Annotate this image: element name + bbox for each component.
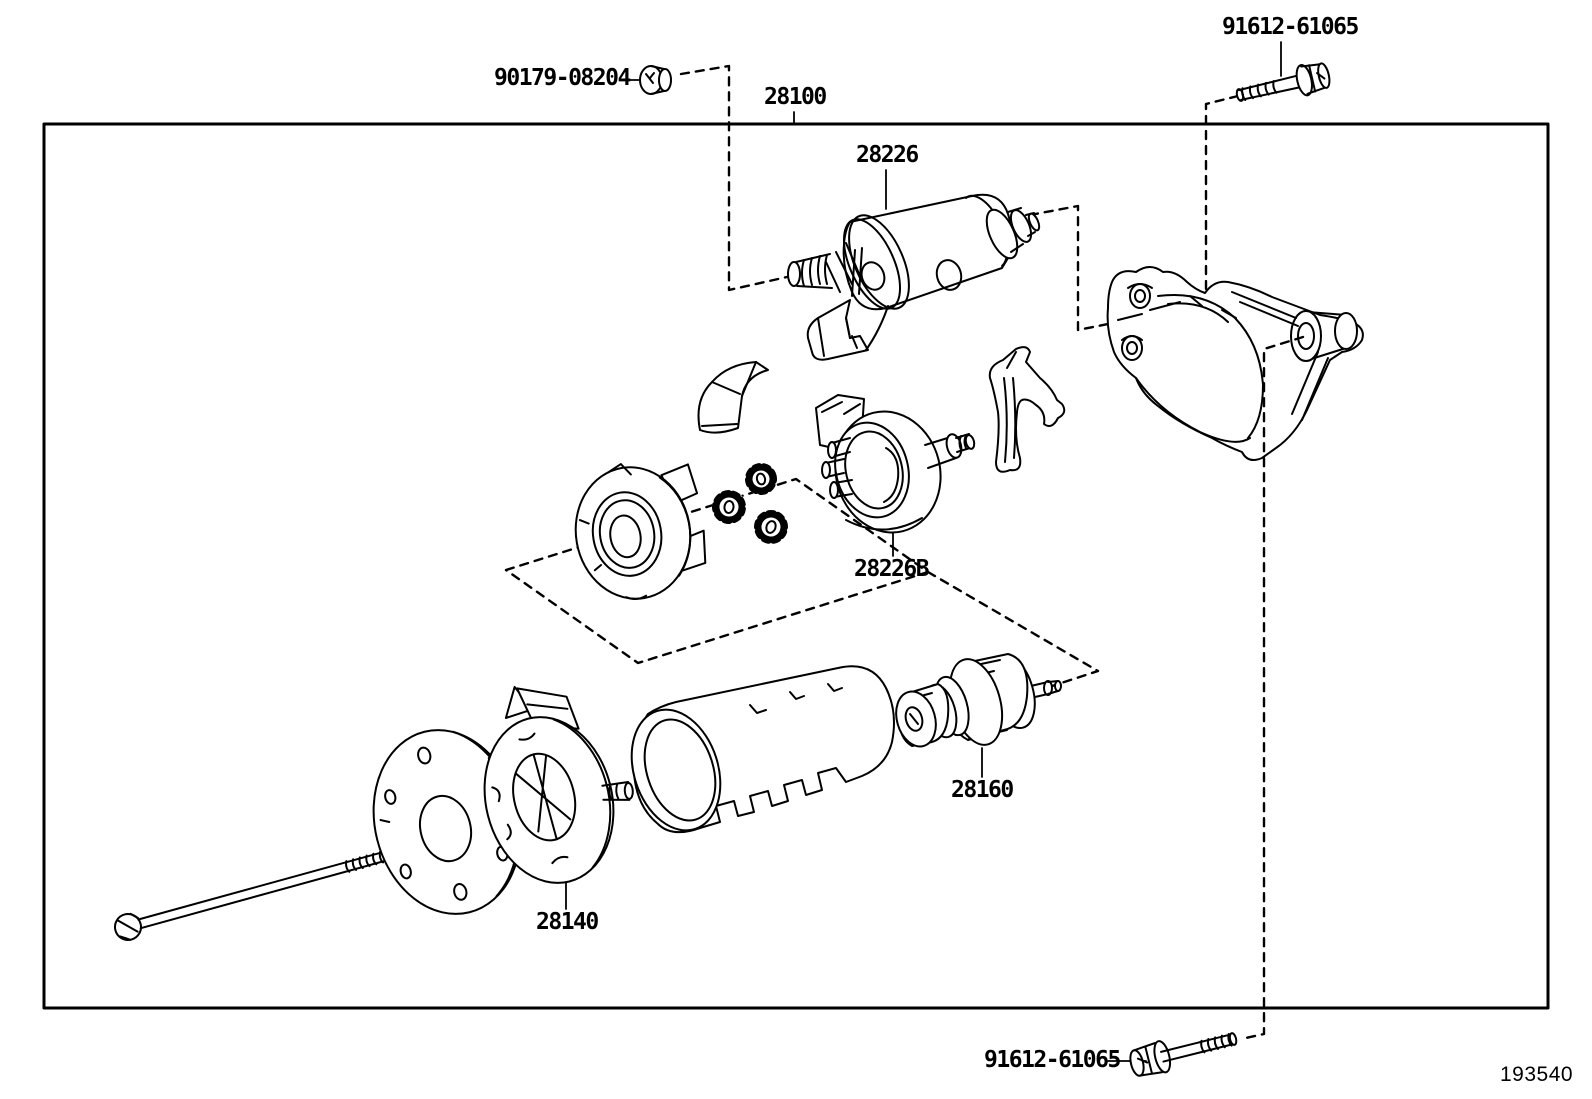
callout-clutch-carrier[interactable]: 28226B: [854, 556, 930, 582]
alignment-dashed-lines: [504, 64, 1240, 691]
through-bolt-drawing: [114, 850, 389, 941]
planet-gears-drawing: [712, 463, 788, 544]
callout-bolt-top[interactable]: 91612-61065: [1222, 14, 1359, 40]
wedge-cover-drawing: [697, 361, 769, 434]
gear-housing-drawing: [574, 463, 707, 600]
clutch-carrier-drawing: [815, 394, 976, 534]
figure-code: 193540: [1500, 1063, 1574, 1086]
callout-bolt-bottom[interactable]: 91612-61065: [984, 1047, 1121, 1073]
bottom-bolt-alignment-line: [1239, 335, 1305, 1041]
callout-magnet-switch[interactable]: 28226: [856, 142, 919, 168]
assembly-boundary-box: [42, 122, 1550, 1010]
drive-lever-drawing: [988, 346, 1066, 473]
callout-brush-holder[interactable]: 28140: [536, 909, 599, 935]
clutch-alignment-line: [926, 570, 1100, 691]
yoke-drawing: [630, 665, 895, 834]
solenoid-alignment-line: [1028, 204, 1120, 332]
nut-drawing: [639, 65, 672, 95]
bottom-bolt-drawing: [1129, 1032, 1238, 1077]
top-bolt-alignment-line: [1204, 94, 1240, 294]
callout-nut[interactable]: 90179-08204: [494, 65, 631, 91]
brush-holder-drawing: [483, 685, 634, 884]
magnet-switch-drawing: [787, 193, 1041, 361]
callout-starter-clutch[interactable]: 28160: [951, 777, 1014, 803]
top-bolt-drawing: [1235, 62, 1331, 102]
callout-assembly[interactable]: 28100: [764, 84, 827, 110]
drive-end-housing-drawing: [1106, 266, 1364, 461]
starter-clutch-drawing: [895, 653, 1062, 748]
nut-alignment-line: [679, 64, 789, 292]
